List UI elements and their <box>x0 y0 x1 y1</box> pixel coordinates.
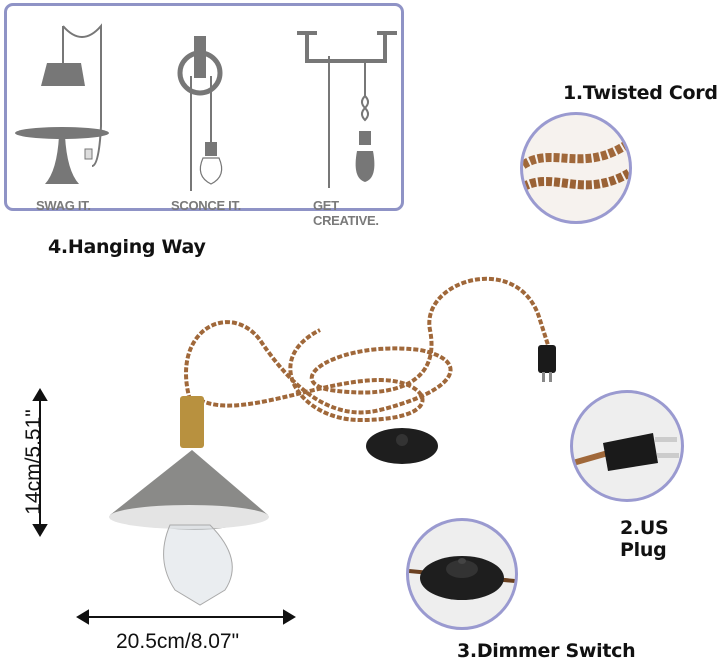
twisted-cord-closeup <box>520 112 632 224</box>
twisted-cord-photo <box>523 139 629 192</box>
dimmer-switch-label: 3.Dimmer Switch <box>457 640 636 662</box>
height-dimension: 14cm/5.51" <box>22 409 45 515</box>
width-dimension: 20.5cm/8.07" <box>116 630 240 653</box>
caption-creative: GET CREATIVE. <box>313 198 379 228</box>
dimmer-switch-closeup <box>406 518 518 630</box>
us-plug-closeup <box>570 390 684 502</box>
hanging-way-title: 4.Hanging Way <box>48 236 206 258</box>
caption-swag: SWAG IT. <box>36 198 91 213</box>
us-plug-label: 2.US Plug <box>620 517 669 561</box>
brass-socket <box>180 396 204 448</box>
hanging-way-panel: SWAG IT. SCONCE IT. GET CREATIVE. <box>4 3 404 228</box>
twisted-cord-label: 1.Twisted Cord <box>563 82 718 104</box>
edison-bulb <box>163 524 233 606</box>
hanging-illustrations <box>15 23 397 191</box>
plug-icon <box>538 345 556 373</box>
dimension-arrows <box>32 388 296 625</box>
us-plug-photo <box>573 433 679 471</box>
dimmer-photo <box>409 556 515 600</box>
cord-coil <box>184 276 550 415</box>
caption-sconce: SCONCE IT. <box>171 198 241 213</box>
